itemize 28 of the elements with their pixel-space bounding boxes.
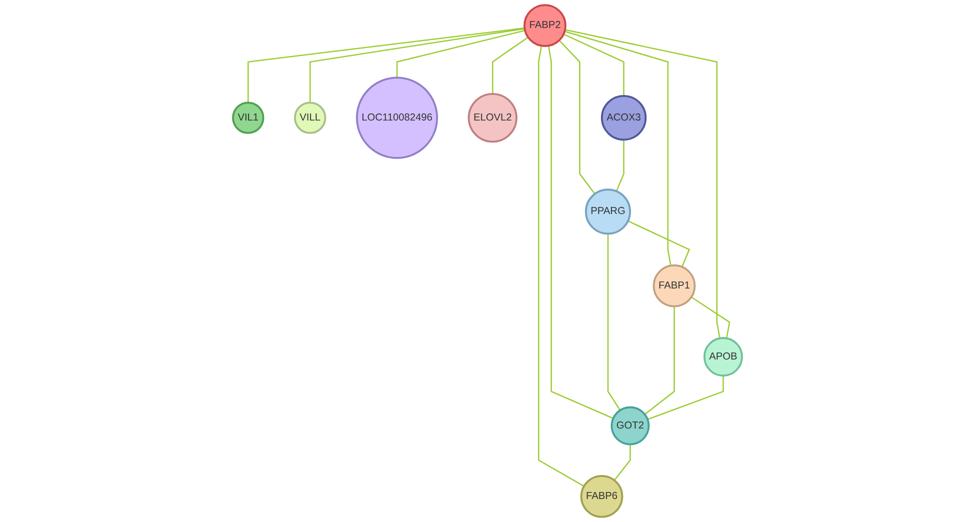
connector [563,34,624,96]
node-circle: FABP6 [580,474,624,518]
connector [309,28,525,103]
connector [492,36,528,94]
node-circle: PPARG [584,188,632,235]
node-circle: ELOVL2 [468,92,518,143]
connector [538,46,584,487]
node-circle: APOB [703,337,743,377]
connector [614,444,631,481]
connector [691,296,730,338]
connector [647,376,724,420]
connector [616,140,624,192]
node-circle: VILL [294,102,326,134]
connector [564,30,672,266]
connector [396,30,526,78]
connector [628,220,690,268]
connector [248,27,525,103]
node-circle: FABP2 [524,4,566,48]
node-circle: GOT2 [610,406,650,446]
node-circle: ACOX3 [600,94,647,141]
connector [548,46,614,419]
node-circle: LOC110082496 [356,76,438,159]
node-circle: FABP1 [652,264,696,308]
connector [644,306,675,415]
connector [558,40,596,194]
connector [607,234,621,411]
connector [564,29,720,338]
node-circle: VIL1 [232,102,264,134]
